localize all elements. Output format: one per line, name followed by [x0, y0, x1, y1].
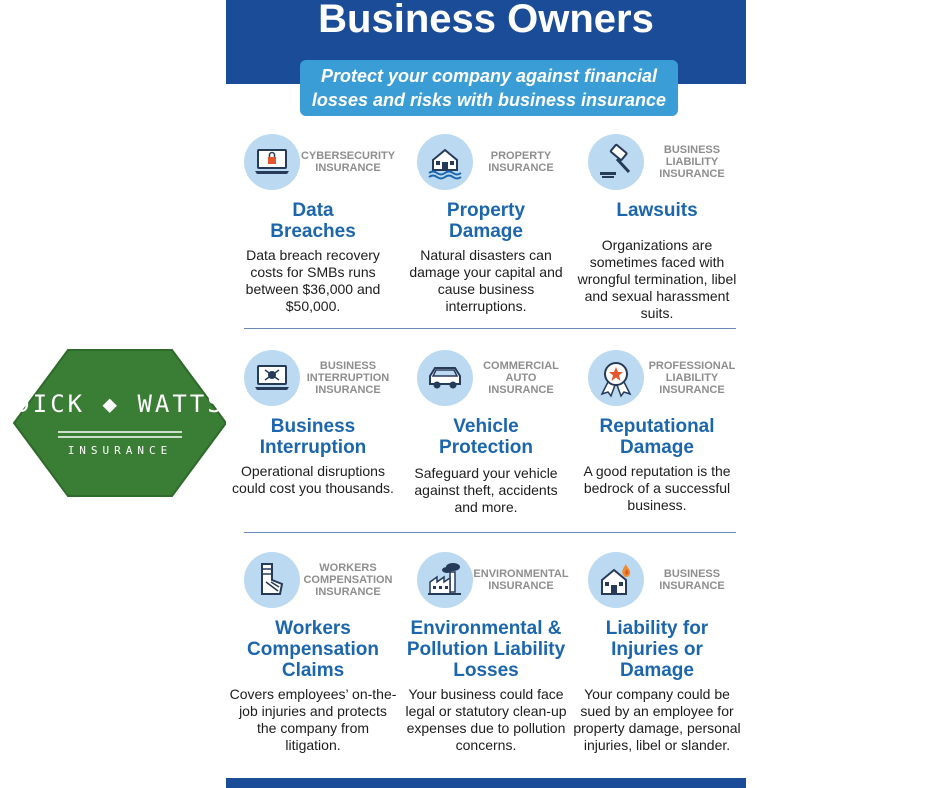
card-description: Covers employees’ on-the-job injuries an… — [229, 686, 397, 753]
laptop-lock-icon — [244, 134, 300, 190]
card-business-interruption: BUSINESS INTERRUPTION INSURANCE Business… — [228, 350, 398, 546]
house-fire-icon — [588, 552, 644, 608]
insurance-type-label: BUSINESS INTERRUPTION INSURANCE — [306, 360, 390, 396]
card-liability-injuries: BUSINESS INSURANCE Liability for Injurie… — [572, 552, 742, 753]
card-description: Safeguard your vehicle against theft, ac… — [414, 465, 558, 515]
laptop-bug-icon — [244, 350, 300, 406]
flooded-house-icon — [417, 134, 473, 190]
hexagon-badge-icon — [12, 349, 228, 497]
insurance-type-label: ENVIRONMENTAL INSURANCE — [473, 568, 569, 592]
card-lawsuits: BUSINESS LIABILITY INSURANCE Lawsuits Or… — [572, 134, 742, 330]
award-ribbon-icon — [588, 350, 644, 406]
card-heading: Business Interruption — [259, 416, 367, 458]
card-description: Your business could face legal or statut… — [405, 686, 567, 753]
card-description: Your company could be sued by an employe… — [573, 686, 741, 753]
insurance-type-label: BUSINESS INSURANCE — [659, 568, 725, 592]
row-divider — [244, 328, 736, 329]
card-heading: Workers Compensation Claims — [247, 618, 379, 681]
logo-name: DICK ◆ WATTS — [15, 390, 225, 418]
card-vehicle-protection: COMMERCIAL AUTO INSURANCE Vehicle Protec… — [401, 350, 571, 546]
card-description: Data breach recovery costs for SMBs runs… — [245, 247, 381, 314]
card-workers-compensation: WORKERS COMPENSATION INSURANCE Workers C… — [228, 552, 398, 753]
row-divider — [244, 532, 736, 533]
tagline-box: Protect your company against financial l… — [300, 60, 678, 116]
card-heading: Lawsuits — [616, 200, 698, 221]
factory-pollution-icon — [417, 552, 473, 608]
insurance-type-label: COMMERCIAL AUTO INSURANCE — [483, 360, 559, 396]
arm-cast-icon — [244, 552, 300, 608]
page-title: Business Owners — [318, 0, 654, 41]
card-property-damage: PROPERTY INSURANCE Property Damage Natur… — [401, 134, 571, 330]
card-description: Organizations are sometimes faced with w… — [577, 237, 737, 321]
insurance-type-label: BUSINESS LIABILITY INSURANCE — [659, 144, 725, 180]
car-icon — [417, 350, 473, 406]
gavel-icon — [588, 134, 644, 190]
card-heading: Data Breaches — [270, 200, 356, 242]
card-heading: Property Damage — [446, 200, 526, 242]
card-heading: Liability for Injuries or Damage — [605, 618, 709, 681]
card-heading: Reputational Damage — [599, 416, 715, 458]
card-environmental-pollution: ENVIRONMENTAL INSURANCE Environmental & … — [401, 552, 571, 753]
logo-subtitle: INSURANCE — [67, 444, 173, 457]
card-heading: Vehicle Protection — [439, 416, 533, 458]
insurance-type-label: CYBERSECURITY INSURANCE — [300, 150, 396, 174]
card-heading: Environmental & Pollution Liability Loss… — [406, 618, 566, 681]
insurance-type-label: PROPERTY INSURANCE — [488, 150, 554, 174]
insurance-type-label: PROFESSIONAL LIABILITY INSURANCE — [648, 360, 736, 396]
card-data-breaches: CYBERSECURITY INSURANCE Data Breaches Da… — [228, 134, 398, 330]
infographic-panel: Business Owners Protect your company aga… — [226, 0, 746, 788]
insurance-type-label: WORKERS COMPENSATION INSURANCE — [303, 562, 393, 598]
card-reputational-damage: PROFESSIONAL LIABILITY INSURANCE Reputat… — [572, 350, 742, 546]
card-description: A good reputation is the bedrock of a su… — [583, 463, 731, 513]
footer-bar — [226, 778, 746, 788]
card-description: Operational disruptions could cost you t… — [232, 463, 394, 496]
card-description: Natural disasters can damage your capita… — [409, 247, 563, 314]
dick-watts-logo: DICK ◆ WATTS INSURANCE — [12, 348, 228, 498]
